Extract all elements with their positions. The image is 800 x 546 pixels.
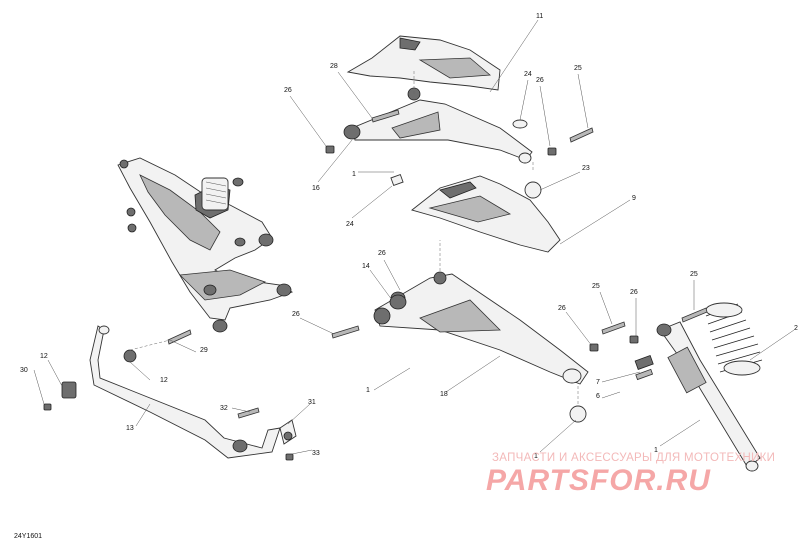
leader-lines — [33, 19, 795, 455]
callout-2: 2 — [794, 325, 798, 332]
callout-6: 6 — [596, 393, 600, 400]
callout-32: 32 — [220, 405, 228, 412]
callout-13: 13 — [126, 425, 134, 432]
callout-25-upper: 25 — [574, 65, 582, 72]
callout-26-upper-right: 26 — [536, 77, 544, 84]
callout-16: 16 — [312, 185, 320, 192]
frame-assembly — [117, 157, 294, 333]
callout-26-upper-left: 26 — [284, 87, 292, 94]
watermark-tagline: ЗАПЧАСТИ И АКСЕССУАРЫ ДЛЯ МОТОТЕХНИКИ — [492, 452, 776, 464]
callout-30: 30 — [20, 367, 28, 374]
callout-12-right: 12 — [160, 377, 168, 384]
sway-bar-link — [279, 419, 297, 445]
lower-a-arm — [373, 271, 589, 385]
callout-14: 14 — [362, 263, 370, 270]
callout-12-left: 12 — [40, 353, 48, 360]
callout-7: 7 — [596, 379, 600, 386]
callout-11: 11 — [536, 13, 543, 20]
lower-arm-cover — [411, 175, 561, 253]
callout-31: 31 — [308, 399, 316, 406]
callout-1-ball-joint: 1 — [534, 453, 538, 460]
callout-26-lower-right: 26 — [558, 305, 566, 312]
diagram-code: 24Y1601 — [14, 533, 43, 540]
coil-spring — [705, 302, 763, 376]
callout-26-shock: 26 — [630, 289, 638, 296]
callout-1-upper: 1 — [352, 171, 356, 178]
callouts: 11 28 26 24 26 25 16 1 23 9 24 26 14 26 … — [20, 13, 798, 460]
callout-24-upper: 24 — [524, 71, 532, 78]
callout-26-lower-left: 26 — [292, 311, 300, 318]
callout-23: 23 — [582, 165, 590, 172]
callout-25-lower: 25 — [592, 283, 600, 290]
callout-33: 33 — [312, 450, 320, 457]
hardware — [43, 109, 708, 461]
callout-9: 9 — [632, 195, 636, 202]
upper-arm-cover — [346, 35, 501, 91]
callout-29: 29 — [200, 347, 208, 354]
callout-24-lower: 24 — [346, 221, 354, 228]
watermark-logo: PARTSFOR.RU — [486, 464, 711, 497]
sway-bar — [61, 325, 281, 459]
callout-26-middle: 26 — [378, 250, 386, 257]
callout-18: 18 — [440, 391, 448, 398]
upper-a-arm — [343, 87, 533, 164]
dashed-guides — [129, 70, 579, 404]
callout-28: 28 — [330, 63, 338, 70]
callout-1-shock: 1 — [654, 447, 658, 454]
callout-25-shock: 25 — [690, 271, 698, 278]
callout-1-lower-arm: 1 — [366, 387, 370, 394]
shock-absorber — [656, 321, 761, 472]
